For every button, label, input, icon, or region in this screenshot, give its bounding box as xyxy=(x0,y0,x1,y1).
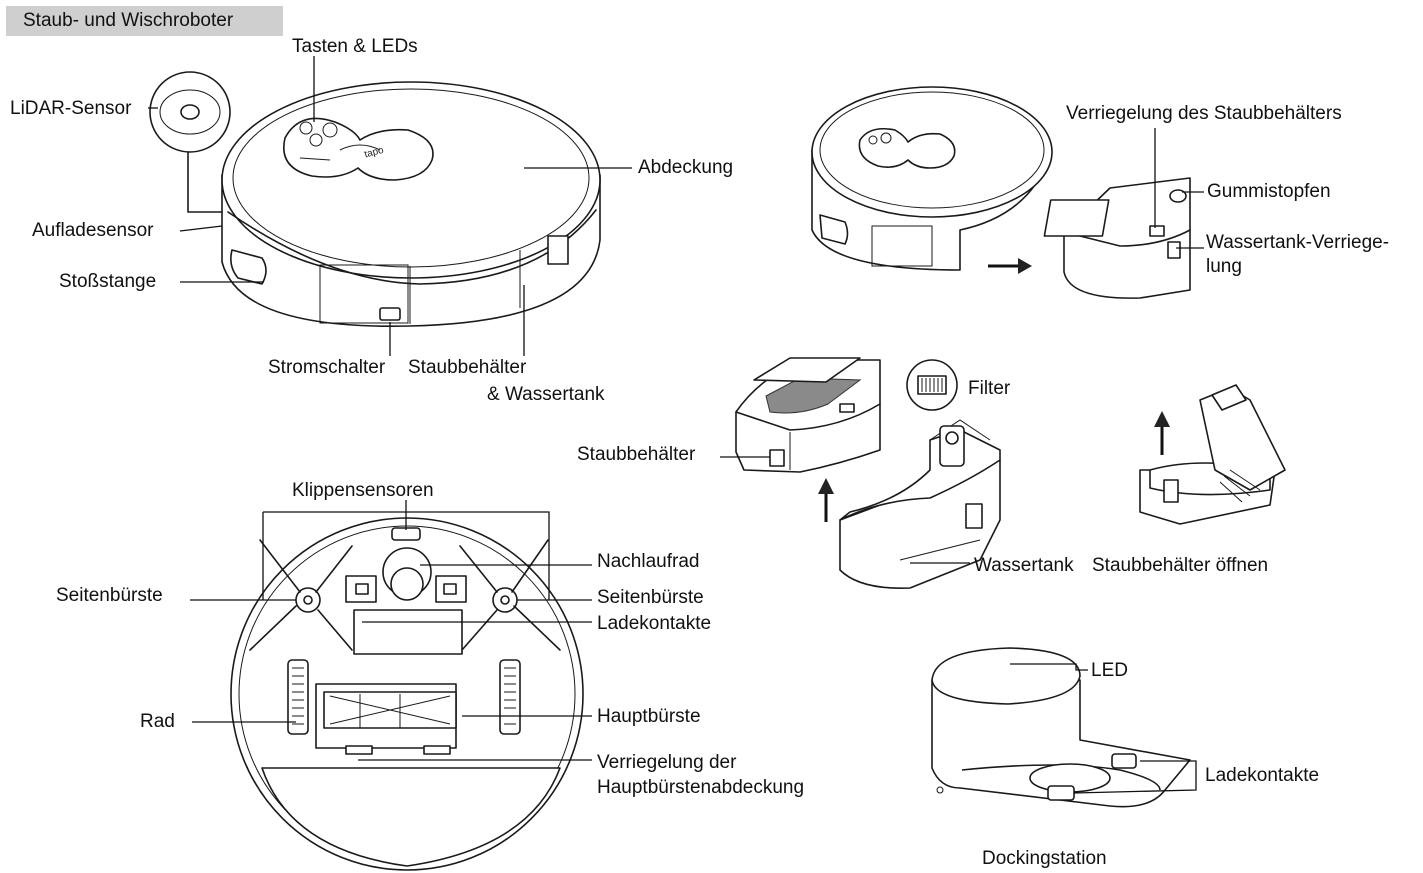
dust-bin-illustration xyxy=(720,357,958,473)
water-tank-illustration xyxy=(839,419,1001,589)
label-cover: Abdeckung xyxy=(638,157,734,178)
label-side-brush-left: Seitenbürste xyxy=(56,585,163,606)
label-lidar-sensor: LiDAR-Sensor xyxy=(10,98,132,119)
bin-removal-illustration xyxy=(811,86,1204,299)
bin-latch-small xyxy=(547,235,569,265)
label-bin-tank-2: & Wassertank xyxy=(487,384,605,405)
label-rubber-plug: Gummistopfen xyxy=(1207,181,1331,202)
power-switch xyxy=(379,307,401,321)
label-tank-latch-1: Wassertank-Verriege- xyxy=(1206,232,1390,253)
section-header: Staub- und Wischroboter xyxy=(6,6,283,36)
label-bumper: Stoßstange xyxy=(59,271,157,292)
docking-station-illustration xyxy=(931,647,1197,808)
label-open-bin: Staubbehälter öffnen xyxy=(1092,555,1269,576)
label-charging-sensor: Aufladesensor xyxy=(32,220,154,241)
vent-grille-2 xyxy=(871,225,933,267)
arrow-up-icon xyxy=(818,411,1170,522)
label-charge-contacts-bottom: Ladekontakte xyxy=(597,613,712,634)
svg-text:tapo: tapo xyxy=(363,145,385,161)
vent-grille xyxy=(319,264,409,324)
arrow-right-icon xyxy=(988,258,1032,274)
rubber-plug xyxy=(1169,189,1187,203)
label-side-brush-right: Seitenbürste xyxy=(597,587,704,608)
section-title: Staub- und Wischroboter xyxy=(23,10,234,31)
label-docking-station: Dockingstation xyxy=(982,848,1107,869)
label-buttons-leds: Tasten & LEDs xyxy=(292,36,418,57)
label-dock-led: LED xyxy=(1091,660,1128,681)
label-bin-latch: Verriegelung des Staubbehälters xyxy=(1066,103,1342,124)
label-filter: Filter xyxy=(968,378,1011,399)
label-power-switch: Stromschalter xyxy=(268,357,386,378)
label-dock-contacts: Ladekontakte xyxy=(1205,765,1320,786)
label-brush-latch-1: Verriegelung der xyxy=(597,752,737,773)
label-water-tank: Wassertank xyxy=(974,555,1074,576)
label-brush-latch-2: Hauptbürstenabdeckung xyxy=(597,777,805,798)
label-main-brush: Hauptbürste xyxy=(597,706,701,727)
label-wheel: Rad xyxy=(140,711,175,732)
label-cliff-sensors: Klippensensoren xyxy=(292,480,434,501)
label-dust-bin: Staubbehälter xyxy=(577,444,696,465)
label-tank-latch-2: lung xyxy=(1206,256,1242,277)
robot-top-illustration: tapo xyxy=(148,56,632,356)
label-caster-wheel: Nachlaufrad xyxy=(597,551,700,572)
bin-opened-illustration xyxy=(1139,384,1286,525)
robot-bottom-illustration xyxy=(190,500,592,871)
label-bin-tank-1: Staubbehälter xyxy=(408,357,527,378)
